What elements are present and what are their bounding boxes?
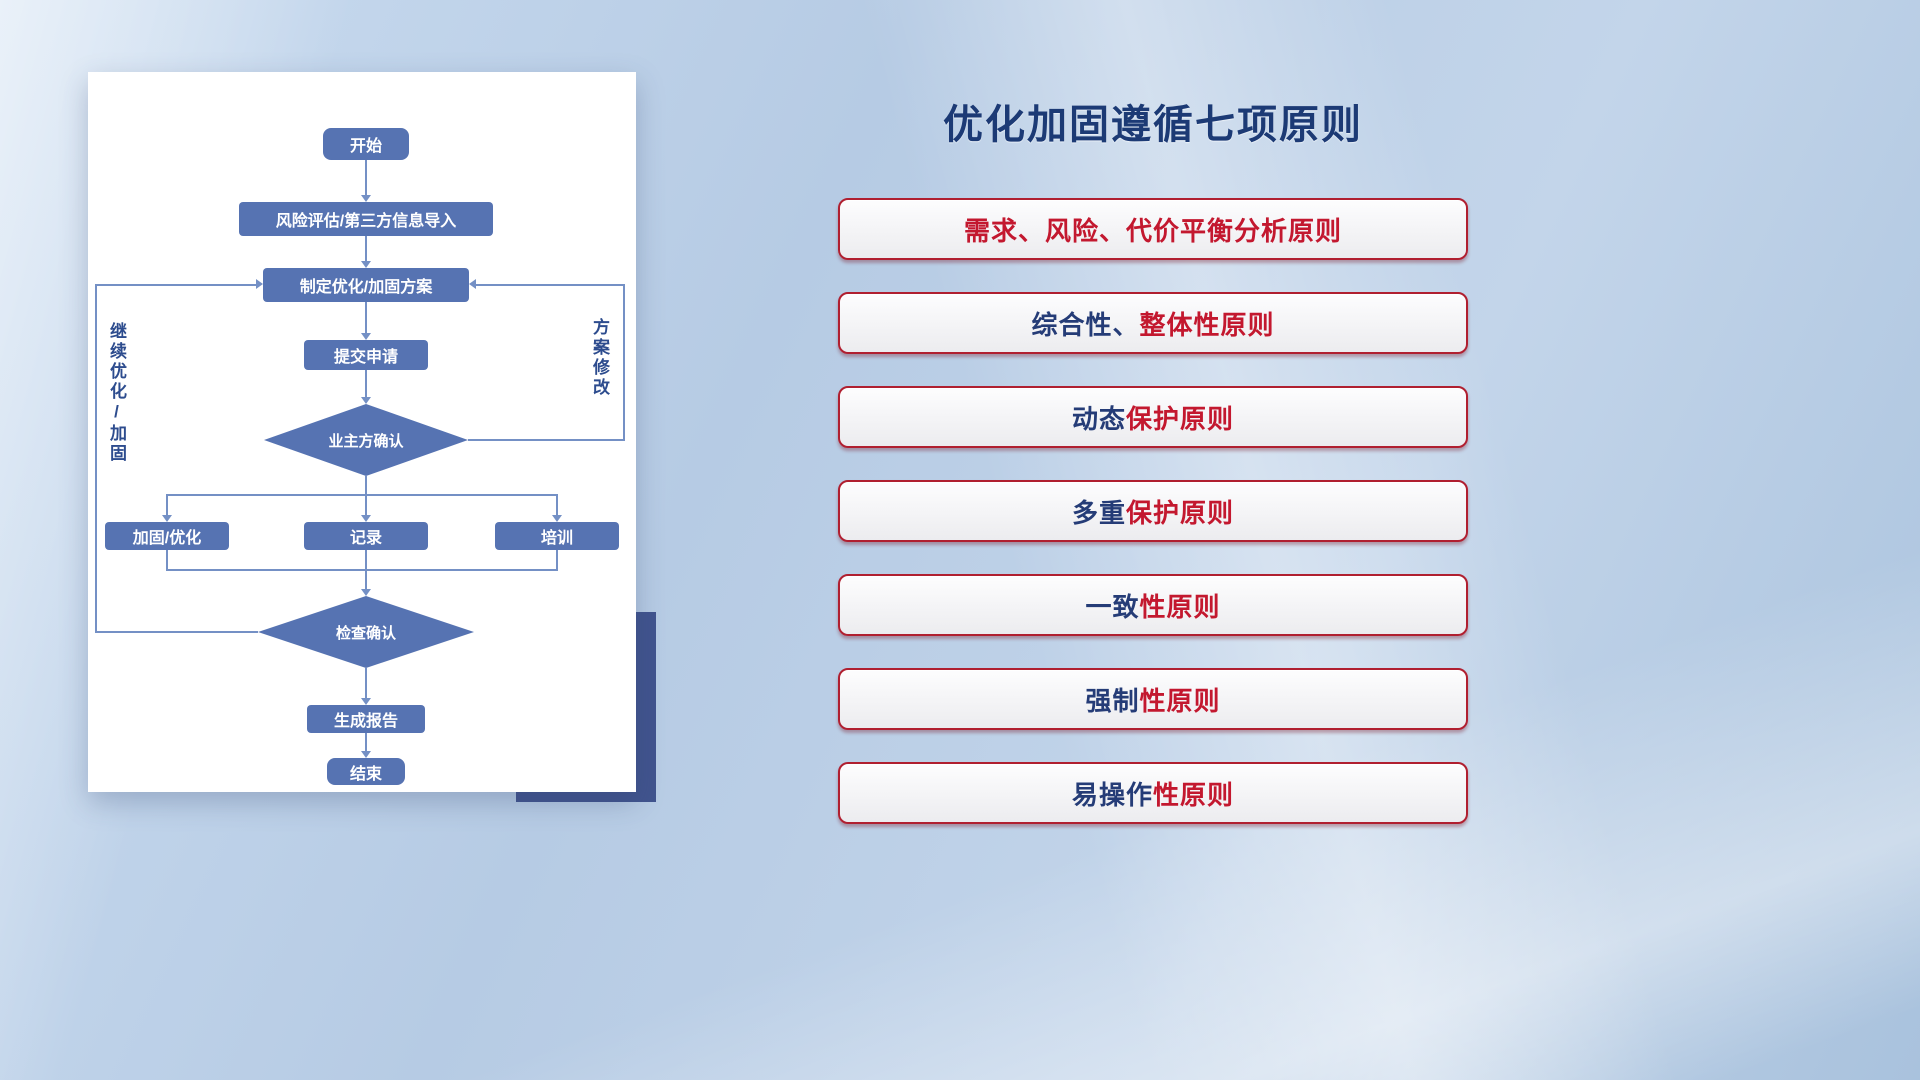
principle-item-6: 强制性原则	[838, 668, 1468, 730]
arrowhead-down-icon	[552, 515, 562, 522]
flow-node-report: 生成报告	[307, 705, 425, 733]
loop-label-plan-revision: 方案修改	[590, 318, 609, 398]
principle-text-red: 保护原则	[1126, 497, 1235, 528]
arrowhead-down-icon	[361, 698, 371, 705]
principle-text-dark: 一致	[1085, 591, 1140, 622]
page-title: 优化加固遵循七项原则	[943, 103, 1363, 147]
connector-line	[365, 236, 367, 261]
flow-node-record: 记录	[304, 522, 428, 550]
connector-line	[95, 284, 97, 632]
arrowhead-right-icon	[256, 279, 263, 289]
principle-text-red: 性原则	[1139, 591, 1221, 622]
arrowhead-down-icon	[361, 589, 371, 596]
connector-line	[365, 160, 367, 195]
principle-item-5: 一致性原则	[838, 574, 1468, 636]
flowchart-card: 开始 风险评估/第三方信息导入 制定优化/加固方案 提交申请 业主方确认 加固/…	[88, 72, 636, 792]
principle-text-red: 整体性原则	[1139, 309, 1275, 340]
principle-text-dark: 综合性、	[1031, 309, 1140, 340]
connector-line	[365, 570, 367, 589]
connector-line	[365, 733, 367, 751]
principle-item-2: 综合性、整体性原则	[838, 292, 1468, 354]
connector-line	[166, 494, 558, 496]
principle-text-dark: 多重	[1071, 497, 1126, 528]
principle-text-red: 性原则	[1153, 779, 1235, 810]
connector-line	[166, 495, 168, 515]
flow-node-risk-import: 风险评估/第三方信息导入	[239, 202, 493, 236]
principle-item-7: 易操作性原则	[838, 762, 1468, 824]
principle-text-red: 需求、风险、代价平衡分析原则	[963, 215, 1342, 246]
flow-node-end: 结束	[327, 758, 405, 785]
principle-text-red: 性原则	[1139, 685, 1221, 716]
connector-line	[166, 569, 558, 571]
arrowhead-down-icon	[361, 397, 371, 404]
flow-node-start: 开始	[323, 128, 409, 160]
connector-line	[365, 550, 367, 570]
flow-node-owner-confirm: 业主方确认	[264, 404, 468, 476]
principle-item-4: 多重保护原则	[838, 480, 1468, 542]
arrowhead-down-icon	[361, 333, 371, 340]
arrowhead-down-icon	[361, 261, 371, 268]
flow-node-training: 培训	[495, 522, 619, 550]
arrowhead-down-icon	[361, 751, 371, 758]
connector-line	[468, 439, 624, 441]
connector-line	[623, 284, 625, 441]
principle-text-red: 保护原则	[1126, 403, 1235, 434]
arrowhead-down-icon	[361, 195, 371, 202]
connector-line	[556, 495, 558, 515]
connector-line	[166, 550, 168, 570]
connector-line	[365, 302, 367, 333]
connector-line	[556, 550, 558, 570]
connector-line	[476, 284, 624, 286]
arrowhead-down-icon	[361, 515, 371, 522]
principle-item-1: 需求、风险、代价平衡分析原则	[838, 198, 1468, 260]
flow-node-reinforce: 加固/优化	[105, 522, 229, 550]
connector-line	[95, 284, 256, 286]
flow-node-make-plan: 制定优化/加固方案	[263, 268, 469, 302]
arrowhead-down-icon	[162, 515, 172, 522]
flow-node-submit: 提交申请	[304, 340, 428, 370]
principles-panel: 需求、风险、代价平衡分析原则 综合性、整体性原则 动态保护原则 多重保护原则 一…	[838, 198, 1468, 824]
connector-line	[365, 668, 367, 698]
loop-label-continue-optimize: 继续优化/加固	[107, 322, 126, 464]
flow-node-check-confirm: 检查确认	[258, 596, 474, 668]
connector-line	[365, 370, 367, 397]
principle-text-dark: 易操作	[1071, 779, 1153, 810]
arrowhead-left-icon	[469, 279, 476, 289]
connector-line	[95, 631, 258, 633]
principle-text-dark: 强制	[1085, 685, 1140, 716]
principle-item-3: 动态保护原则	[838, 386, 1468, 448]
principle-text-dark: 动态	[1071, 403, 1126, 434]
